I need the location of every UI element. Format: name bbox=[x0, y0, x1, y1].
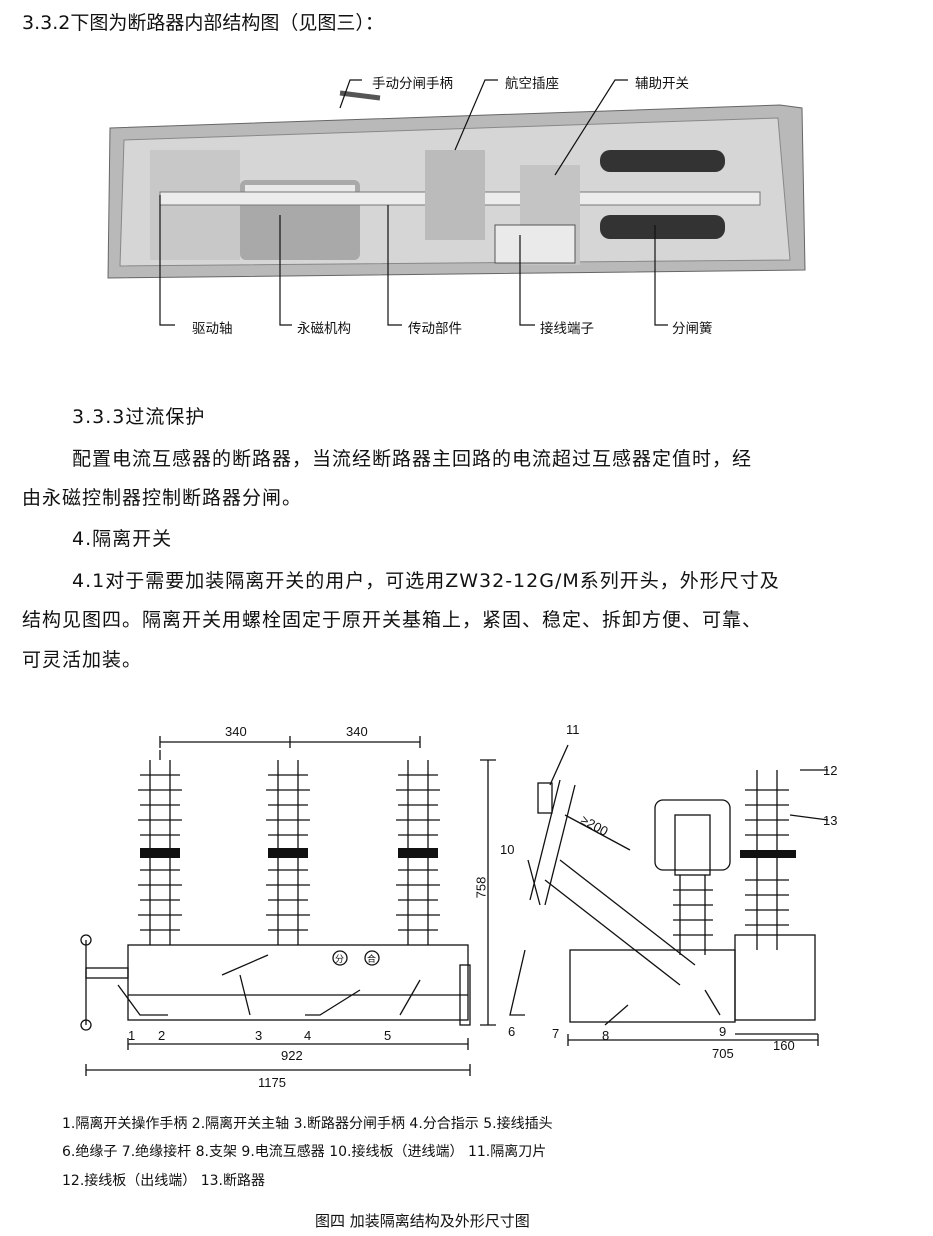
part-number: 12 bbox=[823, 763, 838, 778]
part-number: 5 bbox=[384, 1028, 392, 1043]
section-3-3-3-title: 3.3.3过流保护 bbox=[72, 406, 206, 428]
dim-160: 160 bbox=[773, 1038, 795, 1053]
label-manual-trip-handle: 手动分闸手柄 bbox=[372, 76, 453, 92]
paragraph-line: 4.1对于需要加装隔离开关的用户，可选用ZW32-12G/M系列开头，外形尺寸及 bbox=[72, 570, 780, 592]
part-number: 6 bbox=[508, 1024, 516, 1039]
part-number: 2 bbox=[158, 1028, 166, 1043]
paragraph-line: 可灵活加装。 bbox=[22, 649, 143, 671]
label-transmission-parts: 传动部件 bbox=[408, 321, 462, 337]
dim-705: 705 bbox=[712, 1046, 734, 1061]
part-number: 9 bbox=[719, 1024, 727, 1039]
dim-758: 758 bbox=[473, 876, 489, 899]
breaker-interior-photo bbox=[107, 79, 806, 326]
dim-1175: 1175 bbox=[258, 1075, 286, 1090]
paragraph-line: 由永磁控制器控制断路器分闸。 bbox=[22, 487, 303, 509]
label-auxiliary-switch: 辅助开关 bbox=[635, 76, 689, 92]
part-number: 4 bbox=[304, 1028, 312, 1043]
label-permanent-magnet-mechanism: 永磁机构 bbox=[297, 321, 351, 337]
label-aviation-socket: 航空插座 bbox=[505, 76, 559, 92]
section-heading-3-3-2: 3.3.2下图为断路器内部结构图（见图三）： bbox=[22, 12, 384, 34]
paragraph-line: 结构见图四。隔离开关用螺栓固定于原开关基箱上，紧固、稳定、拆卸方便、可靠、 bbox=[22, 609, 763, 631]
label-terminal-block: 接线端子 bbox=[540, 321, 594, 337]
legend-line: 12.接线板（出线端） 13.断路器 bbox=[62, 1173, 265, 1189]
close-indicator: 合 bbox=[367, 955, 377, 965]
section-4-title: 4.隔离开关 bbox=[72, 528, 173, 550]
dim-340-right: 340 bbox=[346, 724, 368, 739]
label-drive-shaft: 驱动轴 bbox=[192, 321, 233, 337]
part-number: 10 bbox=[500, 842, 515, 857]
paragraph-line: 配置电流互感器的断路器，当流经断路器主回路的电流超过互感器定值时，经 bbox=[72, 448, 753, 470]
dim-922: 922 bbox=[281, 1048, 303, 1063]
part-number: 8 bbox=[602, 1028, 610, 1043]
part-number: 7 bbox=[552, 1026, 560, 1041]
label-opening-spring: 分闸簧 bbox=[672, 321, 713, 337]
legend-line: 1.隔离开关操作手柄 2.隔离开关主轴 3.断路器分闸手柄 4.分合指示 5.接… bbox=[62, 1116, 553, 1132]
open-indicator: 分 bbox=[335, 955, 345, 965]
dim-340-left: 340 bbox=[225, 724, 247, 739]
part-number: 1 bbox=[128, 1028, 136, 1043]
part-number: 13 bbox=[823, 813, 838, 828]
part-number: 3 bbox=[255, 1028, 263, 1043]
figure-caption: 图四 加装隔离结构及外形尺寸图 bbox=[315, 1212, 530, 1230]
legend-line: 6.绝缘子 7.绝缘接杆 8.支架 9.电流互感器 10.接线板（进线端） 11… bbox=[62, 1144, 547, 1160]
part-number: 11 bbox=[566, 722, 580, 737]
